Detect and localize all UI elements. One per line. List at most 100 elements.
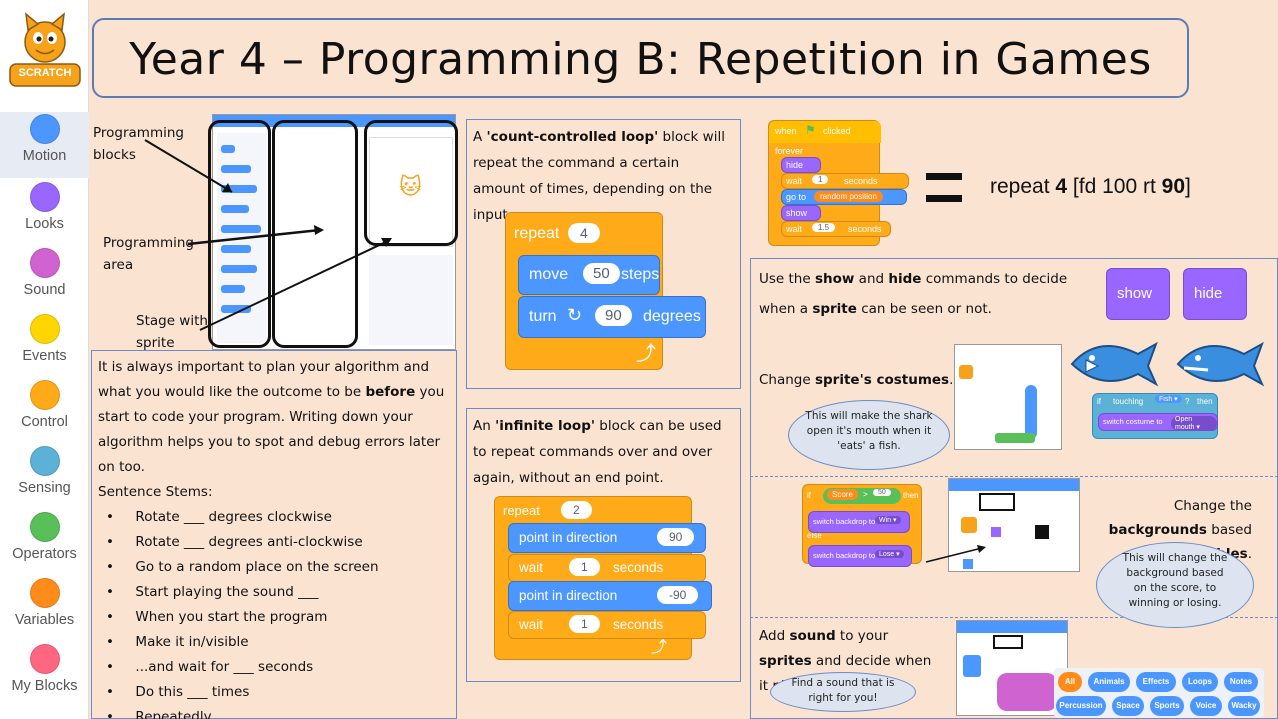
gt-label: > [863,490,868,499]
category-variables[interactable]: Variables [0,576,89,642]
wait-value: 1 [812,175,829,184]
costume-editor-screenshot [954,344,1062,450]
category-my-blocks[interactable]: My Blocks [0,642,89,708]
seconds-label: seconds [844,176,878,186]
direction-value: 90 [657,528,695,546]
tag-wacky[interactable]: Wacky [1228,696,1260,716]
hide-block-large: hide [1183,268,1247,320]
category-sound[interactable]: Sound [0,246,89,312]
speaker-icon [963,655,981,677]
label-stage: Stage with sprite [136,313,208,351]
category-events[interactable]: Events [0,312,89,378]
category-looks[interactable]: Looks [0,180,89,246]
seconds-label: seconds [613,617,664,632]
loop-arrow-icon: ⤴ [651,639,668,656]
category-sidebar: SCRATCH Motion Looks Sound Events Contro… [0,0,89,719]
wait-label: wait [786,176,803,186]
when-label: when [775,126,797,136]
when-flag-hat [769,121,881,143]
equals-sign-top [926,173,962,180]
tag-all[interactable]: All [1058,672,1082,692]
divider [750,476,1278,477]
page-title: Year 4 – Programming B: Repetition in Ga… [129,34,1152,85]
list-item: • Make it in/visible [106,634,249,650]
tag-effects[interactable]: Effects [1136,672,1176,692]
looks-dot-icon [29,182,60,212]
events-dot-icon [29,314,60,344]
title-banner: Year 4 – Programming B: Repetition in Ga… [92,18,1189,98]
motion-dot-icon [29,114,60,144]
score-threshold: 50 [873,489,891,496]
wait-label: wait [786,224,803,234]
tag-notes[interactable]: Notes [1224,672,1258,692]
shark-costumes-icon [1070,341,1265,387]
category-label: Variables [14,612,75,628]
random-position: random position [814,191,883,202]
hide-block: hide [781,157,821,173]
choose-sprite-button [995,433,1035,443]
costume-dropdown: Open mouth ▾ [1171,416,1217,431]
planning-intro: It is always important to plan your algo… [98,359,445,475]
sensing-dot-icon [29,446,60,476]
repeat-equation: repeat 4 [fd 100 rt 90] [990,175,1191,198]
wait-label: wait [519,617,544,632]
wait-value: 1 [569,558,600,576]
steps-label: steps [621,266,660,283]
clicked-label: clicked [823,126,851,136]
forever-label: forever [775,146,804,156]
if-label: if [1097,397,1101,406]
rotate-clockwise-icon: ↻ [567,305,583,325]
turn-block: turn ↻ 90 degrees [518,296,706,338]
switch-backdrop-win: switch backdrop to Win ▾ [808,511,910,533]
tag-voice[interactable]: Voice [1190,696,1222,716]
move-value: 50 [583,263,620,284]
then-label: then [903,491,919,500]
wait-value: 1 [569,615,600,633]
category-label: Events [22,348,67,364]
stems-list: • Rotate ___ degrees clockwise • Rotate … [98,505,450,719]
category-control[interactable]: Control [0,378,89,444]
show-label: show [786,208,808,218]
category-operators[interactable]: Operators [0,510,89,576]
category-label: Sensing [18,480,71,496]
switch-label: switch backdrop to [813,551,876,560]
category-label: Control [21,414,68,430]
logo-text: SCRATCH [18,67,72,79]
switch-costume-block: switch costume to Open mouth ▾ [1098,413,1218,431]
switch-label: switch backdrop to [813,517,876,526]
move-label: move [529,266,569,283]
category-motion[interactable]: Motion [0,112,89,178]
repeat-label: repeat [514,225,560,242]
sprite-thumb-icon [959,365,973,379]
tag-sports[interactable]: Sports [1150,696,1184,716]
category-sensing[interactable]: Sensing [0,444,89,510]
category-label: My Blocks [11,678,78,694]
hide-label: hide [1194,285,1223,302]
cat-sprite-icon: 🐱 [399,175,422,200]
tag-loops[interactable]: Loops [1182,672,1218,692]
repeat-count: 2 [561,501,592,519]
then-label: then [1197,397,1213,406]
show-block-large: show [1106,268,1170,320]
wait-value: 1.5 [812,223,836,232]
list-item: • Go to a random place on the screen [106,559,379,575]
list-item: • When you start the program [106,609,328,625]
list-item: • Start playing the sound ___ [106,584,319,600]
turn-label: turn [529,308,557,325]
control-dot-icon [29,380,60,410]
divider [750,617,1278,618]
tag-animals[interactable]: Animals [1088,672,1130,692]
backdrop-dropdown: Lose ▾ [875,550,904,558]
wait-label: wait [519,560,544,575]
sound-dot-icon [29,248,60,278]
backdrop-editor-screenshot [948,478,1080,572]
tag-space[interactable]: Space [1112,696,1144,716]
costume-tools [1025,385,1037,439]
sounds-tab-highlight [993,635,1023,649]
seconds-label: seconds [848,224,882,234]
planning-panel: It is always important to plan your algo… [91,350,457,719]
annotation-arrows [144,139,392,331]
costume-speech-bubble: This will make the shark open it's mouth… [788,400,950,470]
tag-percussion[interactable]: Percussion [1056,696,1106,716]
backdrops-tab-highlight [979,493,1015,511]
